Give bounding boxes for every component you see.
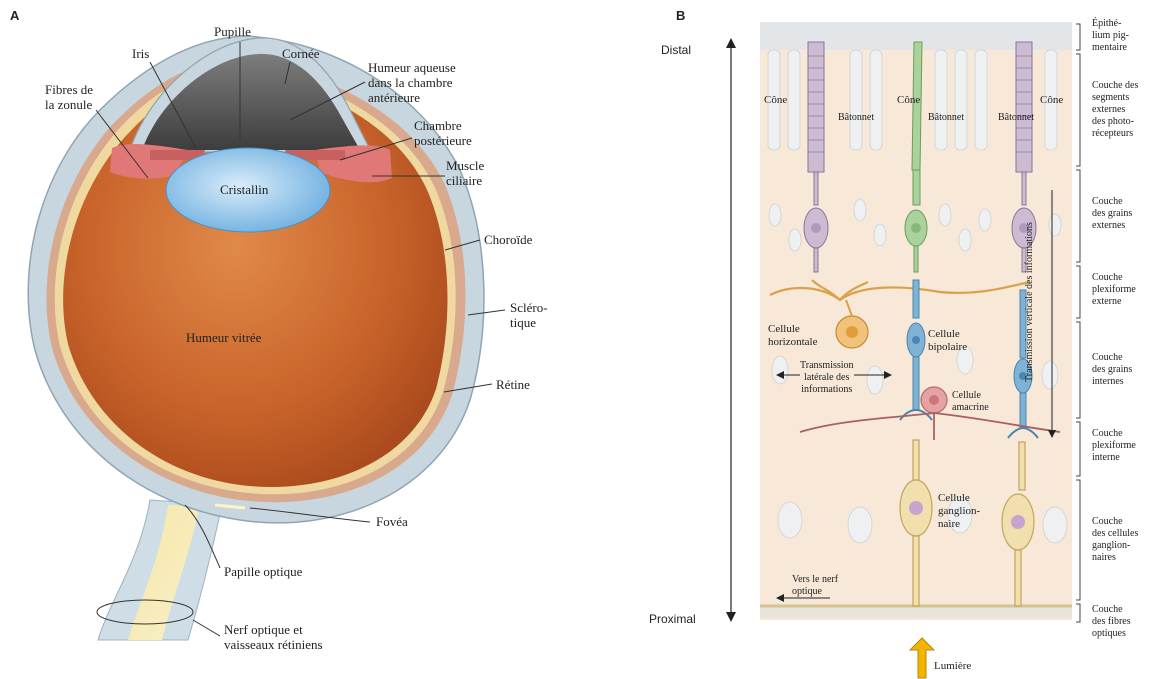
layer-optic-fibres: Couche des fibres optiques — [1092, 604, 1131, 640]
label-transmission-laterale: Transmission latérale des informations — [800, 360, 854, 396]
rod-right-outer — [1016, 42, 1032, 172]
label-cellule-amacrine: Cellule amacrine — [952, 390, 989, 414]
light-arrow — [910, 638, 934, 678]
label-cellule-horizontale: Cellule horizontale — [768, 323, 817, 349]
rod-left-outer — [808, 42, 824, 172]
label-cone-left: Cône — [764, 94, 787, 107]
label-lumiere: Lumière — [934, 660, 971, 673]
label-batonnet-2: Bâtonnet — [928, 112, 964, 124]
label-vers-nerf-optique: Vers le nerf optique — [792, 574, 838, 598]
label-batonnet-3: Bâtonnet — [998, 112, 1034, 124]
label-transmission-verticale: Transmission verticale des informations — [1024, 222, 1036, 382]
label-cellule-ganglionnaire: Cellule ganglion- naire — [938, 492, 980, 531]
label-batonnet-1: Bâtonnet — [838, 112, 874, 124]
layer-inner-plexiform: Couche plexiforme interne — [1092, 428, 1136, 464]
label-proximal: Proximal — [649, 612, 696, 627]
layer-outer-nuclear: Couche des grains externes — [1092, 196, 1132, 232]
layer-outer-plexiform: Couche plexiforme externe — [1092, 272, 1136, 308]
label-cone-right: Cône — [1040, 94, 1063, 107]
layer-ganglion-cells: Couche des cellules ganglion- naires — [1092, 516, 1138, 564]
layer-epithelium: Épithé- lium pig- mentaire — [1092, 18, 1129, 54]
layer-outer-segments: Couche des segments externes des photo- … — [1092, 80, 1138, 140]
label-cellule-bipolaire: Cellule bipolaire — [928, 328, 967, 354]
label-cone-mid: Cône — [897, 94, 920, 107]
layer-inner-nuclear: Couche des grains internes — [1092, 352, 1132, 388]
label-distal: Distal — [661, 43, 691, 58]
